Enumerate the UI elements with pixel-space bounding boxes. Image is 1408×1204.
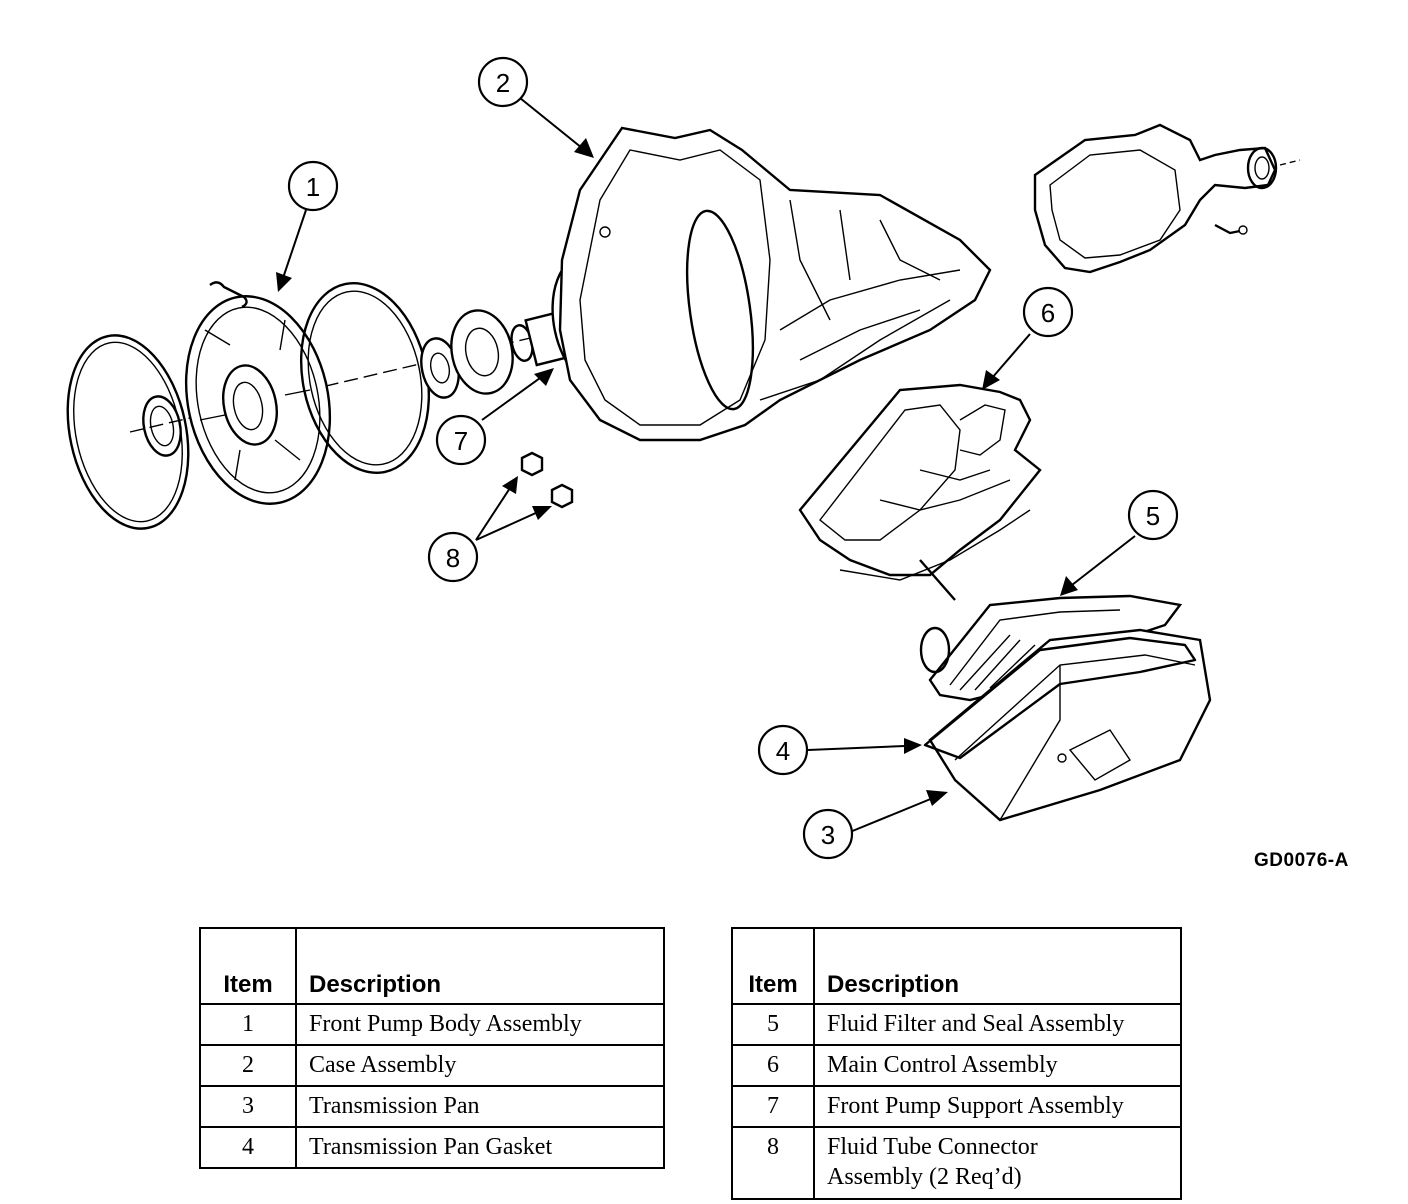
table-row: 2 Case Assembly <box>199 1044 665 1087</box>
legend-header-row: Item Description <box>731 927 1182 1005</box>
arrowhead-1 <box>276 272 292 292</box>
table-row: 8 Fluid Tube Connector Assembly (2 Req’d… <box>731 1126 1182 1200</box>
arrowhead-4 <box>904 738 922 754</box>
table-row: 4 Transmission Pan Gasket <box>199 1126 665 1169</box>
drawing-code: GD0076-A <box>1254 850 1349 871</box>
case-assembly <box>558 126 992 442</box>
item-number: 5 <box>731 1003 815 1046</box>
leader-3 <box>849 797 934 833</box>
item-number: 1 <box>199 1003 297 1046</box>
leader-5 <box>1071 535 1136 586</box>
leader-7 <box>481 377 541 421</box>
front-pump-body <box>184 281 332 505</box>
main-control-assembly <box>798 383 1042 601</box>
item-number: 4 <box>199 1126 297 1169</box>
arrowhead-2 <box>574 138 594 158</box>
header-description: Description <box>813 927 1182 1005</box>
header-item: Item <box>731 927 815 1005</box>
pump-gears <box>420 309 534 399</box>
table-row: 7 Front Pump Support Assembly <box>731 1085 1182 1128</box>
leader-8b <box>475 511 539 541</box>
callout-number: 4 <box>776 736 790 766</box>
item-description-line-2: Assembly (2 Req’d) <box>827 1164 1022 1190</box>
item-number: 2 <box>199 1044 297 1087</box>
item-description: Fluid Filter and Seal Assembly <box>813 1003 1182 1046</box>
item-number: 7 <box>731 1085 815 1128</box>
leader-6 <box>991 333 1031 379</box>
table-row: 6 Main Control Assembly <box>731 1044 1182 1087</box>
item-number: 8 <box>731 1126 815 1200</box>
callout-number: 6 <box>1041 298 1055 328</box>
arrowhead-6 <box>982 370 1000 390</box>
callout-1: 1 <box>287 160 339 212</box>
item-description: Transmission Pan <box>295 1085 665 1128</box>
item-description: Transmission Pan Gasket <box>295 1126 665 1169</box>
callout-3: 3 <box>802 808 854 860</box>
arrowhead-8a <box>502 476 518 494</box>
callout-2: 2 <box>477 56 529 108</box>
arrowhead-3 <box>926 790 948 806</box>
callout-number: 7 <box>454 426 468 456</box>
callout-number: 5 <box>1146 501 1160 531</box>
item-description: Fluid Tube Connector Assembly (2 Req’d) <box>813 1126 1182 1200</box>
item-description: Main Control Assembly <box>813 1044 1182 1087</box>
callout-5: 5 <box>1127 489 1179 541</box>
callout-number: 2 <box>496 68 510 98</box>
exploded-view-diagram: 1 2 3 4 5 6 7 8 <box>66 56 1301 860</box>
legend-table-right: Item Description 5 Fluid Filter and Seal… <box>731 927 1182 1200</box>
item-number: 6 <box>731 1044 815 1087</box>
callout-6: 6 <box>1022 286 1074 338</box>
item-description: Front Pump Body Assembly <box>295 1003 665 1046</box>
table-row: 1 Front Pump Body Assembly <box>199 1003 665 1046</box>
item-description: Front Pump Support Assembly <box>813 1085 1182 1128</box>
callout-number: 3 <box>821 820 835 850</box>
item-description: Case Assembly <box>295 1044 665 1087</box>
callout-4: 4 <box>757 724 809 776</box>
callout-number: 1 <box>306 172 320 202</box>
legend-header-row: Item Description <box>199 927 665 1005</box>
leader-4 <box>807 745 906 751</box>
transmission-pan <box>928 628 1212 822</box>
header-description: Description <box>295 927 665 1005</box>
table-row: 3 Transmission Pan <box>199 1085 665 1128</box>
arrowhead-8b <box>532 506 552 520</box>
fluid-tube-connectors <box>520 451 574 509</box>
leader-8a <box>475 487 511 541</box>
item-description-line-1: Fluid Tube Connector <box>827 1134 1038 1160</box>
table-row: 5 Fluid Filter and Seal Assembly <box>731 1003 1182 1046</box>
legend-table-left: Item Description 1 Front Pump Body Assem… <box>199 927 665 1169</box>
item-number: 3 <box>199 1085 297 1128</box>
header-item: Item <box>199 927 297 1005</box>
leader-1 <box>282 209 307 279</box>
leader-2 <box>519 97 583 149</box>
o-ring-seal <box>66 334 190 530</box>
extension-housing <box>1033 123 1301 274</box>
transmission-pan-gasket <box>923 636 1197 760</box>
arrowhead-5 <box>1060 576 1078 596</box>
callout-number: 8 <box>446 543 460 573</box>
arrowhead-7 <box>534 368 554 386</box>
callout-8: 8 <box>427 531 479 583</box>
callout-7: 7 <box>435 414 487 466</box>
